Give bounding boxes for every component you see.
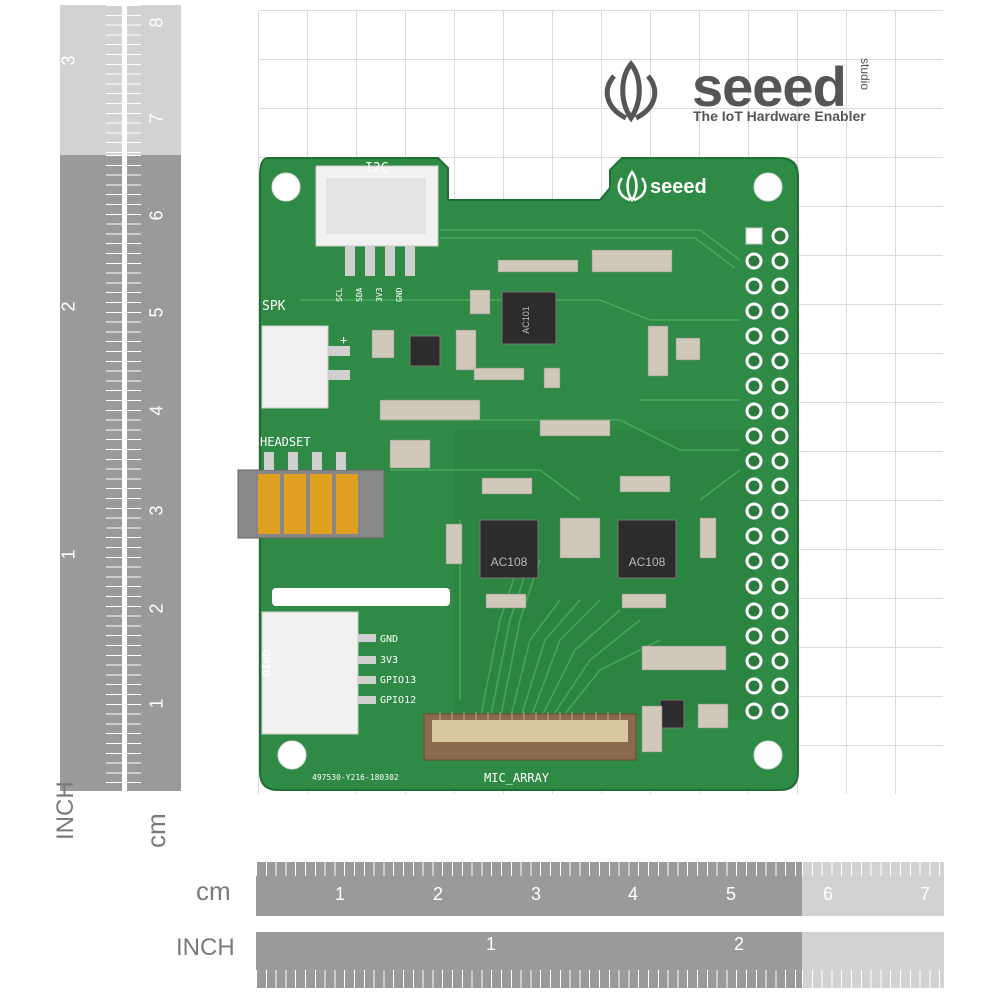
inch-ruler-horizontal-faded xyxy=(802,932,944,988)
cm-ruler-vertical xyxy=(127,155,181,791)
inch-ruler-vertical xyxy=(60,155,122,791)
seeed-logo-icon xyxy=(604,59,658,123)
ac108-chip-right-text: AC108 xyxy=(629,555,666,569)
inch-ruler-horizontal xyxy=(256,932,802,988)
h-inch-tick-1: 1 xyxy=(486,934,497,954)
horizontal-inch-label: INCH xyxy=(176,934,235,961)
part-number-label: 497530-Y216-180302 xyxy=(312,773,399,782)
gpio-pin-12: GPIO12 xyxy=(380,695,416,706)
svg-text:+: + xyxy=(340,333,347,347)
i2c-label: I2C xyxy=(365,161,388,176)
gpio-connector xyxy=(261,611,359,735)
ac108-chip-left xyxy=(479,519,539,579)
brand-tagline: The IoT Hardware Enabler xyxy=(693,108,866,124)
regulator-ic xyxy=(659,699,685,729)
cm-ruler-vertical-faded xyxy=(127,5,181,155)
headset-label: HEADSET xyxy=(260,435,311,449)
horizontal-cm-label: cm xyxy=(196,876,231,906)
i2c-pin-gnd: GND xyxy=(395,287,404,302)
ac108-chip-left-text: AC108 xyxy=(491,555,528,569)
mounting-hole-bottom-left xyxy=(277,740,307,770)
gpio-pin-13: GPIO13 xyxy=(380,675,416,686)
pcb-traces xyxy=(300,229,741,721)
h-cm-tick-3: 3 xyxy=(531,884,542,904)
passive-components xyxy=(371,249,729,753)
headset-gold-contacts xyxy=(258,474,358,534)
cm-ruler-horizontal-faded xyxy=(802,862,944,916)
brand-name: seeed xyxy=(692,55,847,118)
silk-label-area xyxy=(272,588,450,606)
spk-label: SPK xyxy=(262,299,286,314)
mounting-hole-top-left xyxy=(271,172,301,202)
i2c-pin-scl: SCL xyxy=(335,287,344,302)
ac108-chip-right xyxy=(617,519,677,579)
board-logo-text: seeed xyxy=(650,176,707,198)
ac101-chip-text: AC101 xyxy=(521,306,531,334)
board-seeed-logo: seeed xyxy=(617,169,707,203)
ac101-chip xyxy=(501,291,557,345)
gpio-pin-3v3: 3V3 xyxy=(380,655,398,666)
h-inch-tick-2: 2 xyxy=(734,934,745,954)
h-cm-tick-4: 4 xyxy=(628,884,639,904)
inch-ruler-vertical-faded xyxy=(60,5,122,155)
mounting-hole-bottom-right xyxy=(753,740,783,770)
small-ic xyxy=(409,335,441,367)
gpio-header-40pin xyxy=(745,227,789,720)
gpio-pin-gnd: GND xyxy=(380,634,398,645)
i2c-pin-3v3: 3V3 xyxy=(375,287,384,302)
mic-array-label: MIC_ARRAY xyxy=(484,771,550,785)
mounting-hole-top-right xyxy=(753,172,783,202)
h-cm-tick-1: 1 xyxy=(335,884,346,904)
i2c-pin-sda: SDA xyxy=(355,287,364,302)
h-cm-tick-5: 5 xyxy=(726,884,737,904)
h-cm-tick-6: 6 xyxy=(823,884,834,904)
h-cm-tick-2: 2 xyxy=(433,884,444,904)
gpio-label: GPIO xyxy=(259,650,272,677)
cm-ruler-horizontal xyxy=(256,862,802,916)
h-cm-tick-7: 7 xyxy=(920,884,931,904)
speaker-connector xyxy=(261,325,329,409)
